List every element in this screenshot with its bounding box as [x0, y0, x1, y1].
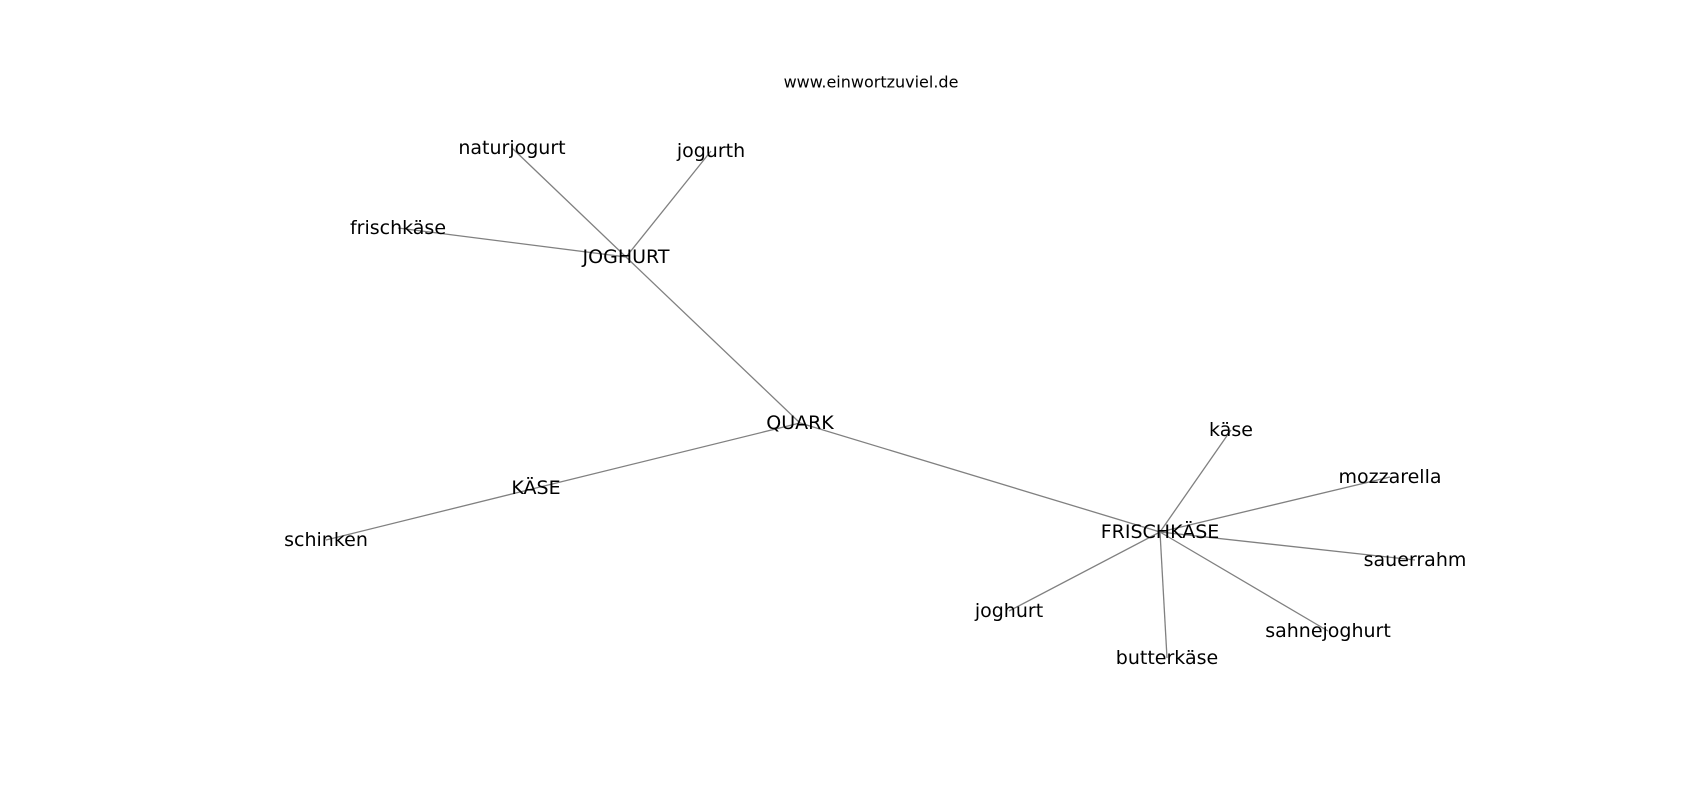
- edge-quark-frischkaese_hub: [799, 422, 1161, 533]
- node-label-sauerrahm: sauerrahm: [1364, 549, 1467, 571]
- node-label-butterkaese: butterkäse: [1116, 647, 1218, 669]
- edge-frischkaese_hub-sauerrahm: [1159, 531, 1416, 561]
- node-label-jogurth: jogurth: [676, 140, 745, 162]
- edges-layer: [325, 147, 1416, 659]
- node-label-quark: QUARK: [766, 412, 834, 434]
- edge-quark-kaese_hub: [535, 422, 801, 489]
- node-label-frischkaese: frischkäse: [350, 217, 446, 239]
- node-label-naturjogurt: naturjogurt: [458, 137, 565, 159]
- node-label-frischkaese_hub: FRISCHKÄSE: [1101, 520, 1220, 543]
- node-label-kaese_hub: KÄSE: [511, 476, 560, 499]
- edge-frischkaese_hub-kaese: [1159, 429, 1232, 533]
- edge-joghurt_hub-naturjogurt: [511, 147, 627, 258]
- edge-frischkaese_hub-butterkaese: [1159, 531, 1168, 659]
- edge-joghurt_hub-jogurth: [625, 150, 712, 258]
- node-label-sahnejoghurt: sahnejoghurt: [1265, 620, 1391, 642]
- nodes-layer: QUARK JOGHURT KÄSE FRISCHKÄSE naturjogurt jog…: [284, 137, 1466, 669]
- node-label-kaese: käse: [1209, 419, 1253, 441]
- edge-joghurt_hub-frischkaese: [397, 227, 627, 258]
- edge-frischkaese_hub-mozzarella: [1159, 476, 1391, 533]
- node-label-joghurt: joghurt: [974, 600, 1043, 622]
- node-label-schinken: schinken: [284, 529, 368, 551]
- edge-frischkaese_hub-sahnejoghurt: [1159, 531, 1329, 632]
- edge-quark-joghurt_hub: [625, 256, 801, 424]
- node-label-joghurt_hub: JOGHURT: [582, 246, 670, 268]
- edge-frischkaese_hub-joghurt: [1008, 531, 1161, 612]
- site-url: www.einwortzuviel.de: [784, 73, 959, 92]
- edge-kaese_hub-schinken: [325, 487, 537, 541]
- node-label-mozzarella: mozzarella: [1338, 466, 1441, 488]
